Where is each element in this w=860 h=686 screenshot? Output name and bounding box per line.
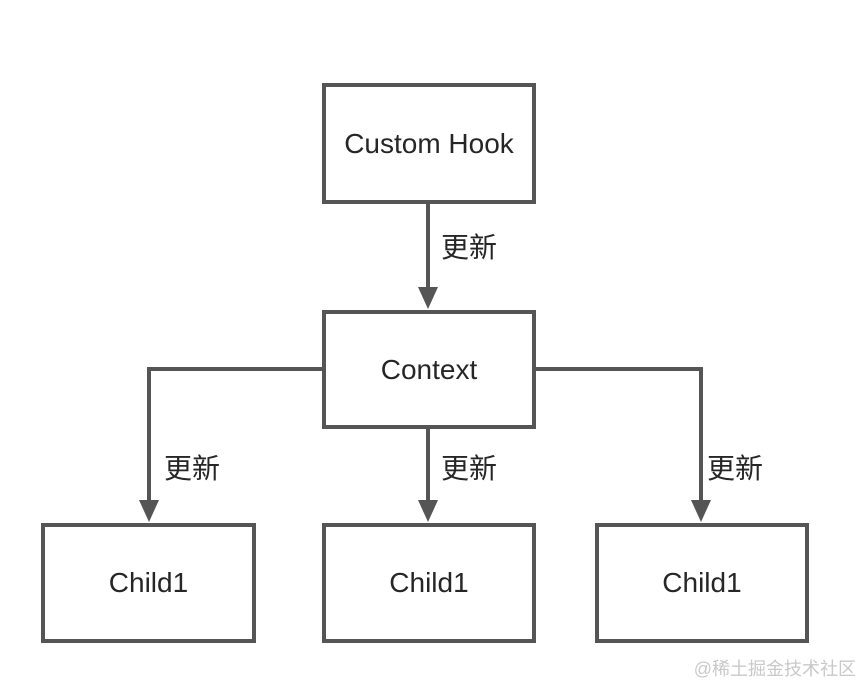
node-child-right: Child1	[595, 523, 809, 643]
edge-line	[536, 367, 703, 503]
edge-label-hook-to-context: 更新	[441, 232, 498, 263]
arrowhead-down-icon	[418, 500, 438, 522]
node-child-middle: Child1	[322, 523, 536, 643]
edge-label-context-to-child-middle: 更新	[441, 453, 498, 484]
arrowhead-down-icon	[139, 500, 159, 522]
node-child-left: Child1	[41, 523, 256, 643]
edge-context-to-child-middle	[418, 428, 438, 522]
edge-context-to-child-right	[536, 367, 711, 522]
watermark: @稀土掘金技术社区	[693, 659, 856, 679]
node-custom-hook-label: Custom Hook	[344, 127, 514, 159]
node-context: Context	[322, 310, 536, 429]
arrowhead-down-icon	[418, 287, 438, 309]
arrowhead-down-icon	[691, 500, 711, 522]
edge-context-to-child-left	[139, 367, 322, 522]
node-child-right-label: Child1	[662, 567, 742, 598]
edge-label-context-to-child-left: 更新	[164, 453, 221, 484]
node-child-left-label: Child1	[108, 567, 189, 598]
node-child-middle-label: Child1	[389, 567, 469, 598]
node-custom-hook: Custom Hook	[322, 83, 536, 204]
edge-hook-to-context	[418, 203, 438, 309]
node-context-label: Context	[380, 353, 478, 385]
edge-label-context-to-child-right: 更新	[707, 453, 764, 484]
